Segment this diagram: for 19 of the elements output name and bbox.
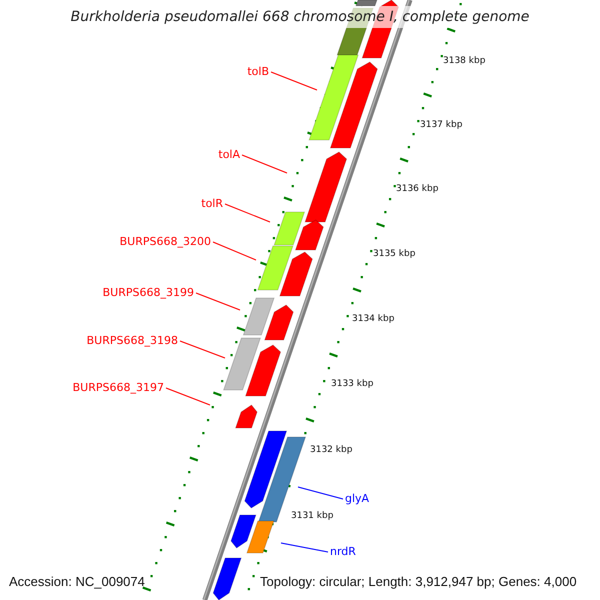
scale-label: 3134 kbp [352, 313, 394, 326]
scale-label: 3137 kbp [420, 119, 462, 132]
gene-label: BURPS668_3200 [120, 234, 211, 250]
scale-label: 3138 kbp [443, 55, 486, 68]
gene-label: glyA [345, 491, 370, 507]
gene-label: tolR [201, 196, 223, 212]
gene-label: tolA [218, 147, 240, 163]
scale-label: 3136 kbp [396, 183, 438, 196]
info-text: Accession: NC_009074 [9, 574, 145, 590]
gene-label: BURPS668_3198 [86, 333, 178, 349]
gene-label: nrdR [330, 544, 356, 560]
info-text: Topology: circular; Length: 3,912,947 bp; Genes: 4,000 [260, 574, 577, 590]
scale-label: 3131 kbp [291, 510, 334, 523]
scale-label: 3133 kbp [331, 378, 374, 391]
gene-label: BURPS668_3199 [102, 285, 194, 301]
gene-label: BURPS668_3197 [72, 380, 164, 396]
gene-label: tolB [247, 64, 269, 80]
scale-label: 3132 kbp [310, 444, 352, 457]
scale-label: 3135 kbp [373, 248, 416, 261]
